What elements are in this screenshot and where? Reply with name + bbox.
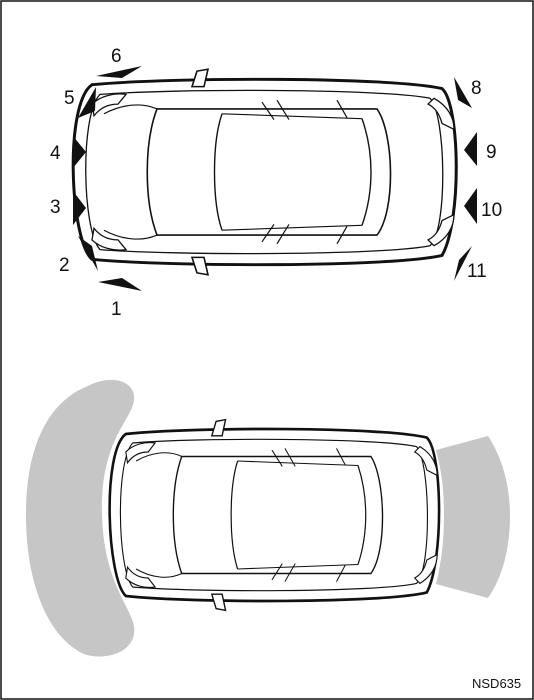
triangle-marker-icon bbox=[464, 188, 477, 224]
sensor-label-11: 11 bbox=[467, 261, 487, 282]
front-detection-zone bbox=[26, 379, 135, 657]
triangle-marker-icon bbox=[464, 132, 477, 166]
sensor-label-4: 4 bbox=[50, 143, 61, 164]
car-top-view-icon bbox=[108, 418, 441, 612]
triangle-marker-icon bbox=[454, 77, 472, 108]
sensor-label-8: 8 bbox=[471, 78, 482, 99]
sensor-label-9: 9 bbox=[486, 142, 497, 163]
triangle-marker-icon bbox=[454, 246, 472, 281]
car-top-view-icon bbox=[71, 67, 458, 277]
triangle-marker-icon bbox=[78, 236, 98, 271]
sensor-label-6: 6 bbox=[111, 46, 122, 67]
sensor-label-3: 3 bbox=[50, 197, 61, 218]
triangle-marker-icon bbox=[78, 87, 96, 118]
figure-code: NSD635 bbox=[472, 676, 521, 691]
sensor-label-2: 2 bbox=[59, 255, 70, 276]
triangle-marker-icon bbox=[73, 136, 86, 168]
triangle-marker-icon bbox=[98, 278, 142, 291]
triangle-marker-icon bbox=[73, 191, 86, 225]
sensor-label-1: 1 bbox=[111, 299, 122, 320]
sensor-label-10: 10 bbox=[481, 200, 502, 221]
sensor-label-5: 5 bbox=[64, 88, 75, 109]
triangle-marker-icon bbox=[96, 66, 142, 78]
rear-detection-zone bbox=[436, 436, 510, 598]
